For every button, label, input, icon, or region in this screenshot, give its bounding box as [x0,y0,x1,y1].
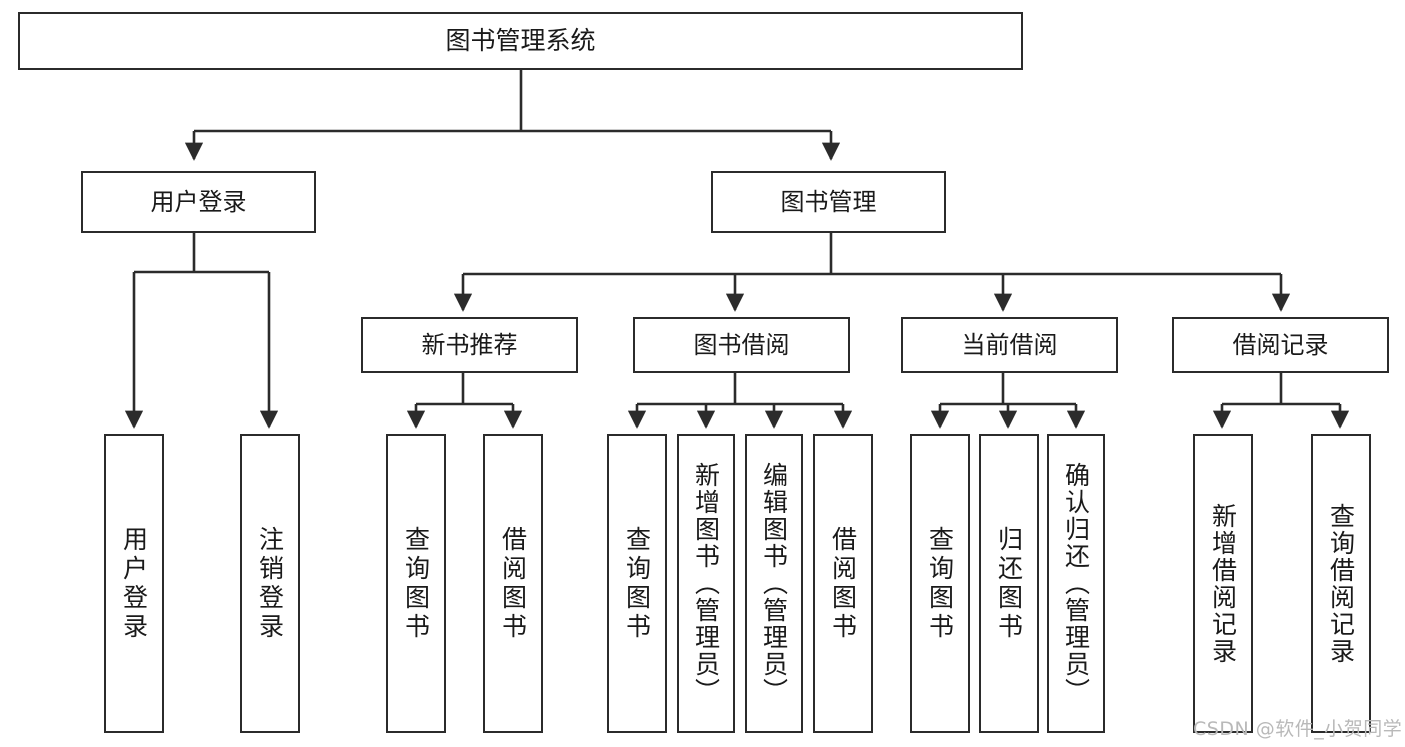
leaf-borrow-book-1[interactable]: 借阅图书 [483,434,543,733]
leaf-user-login-label: 用户登录 [119,525,149,642]
leaf-query-book-2-label: 查询图书 [622,525,652,642]
leaf-logout[interactable]: 注销登录 [240,434,300,733]
leaf-query-record-label: 查询借阅记录 [1326,502,1356,665]
leaf-query-book-1-label: 查询图书 [401,525,431,642]
leaf-add-book[interactable]: 新增图书（管理员） [677,434,735,733]
node-new-book-recommend[interactable]: 新书推荐 [361,317,578,373]
node-book-manage[interactable]: 图书管理 [711,171,946,233]
leaf-borrow-book-2-label: 借阅图书 [828,525,858,642]
leaf-return-book[interactable]: 归还图书 [979,434,1039,733]
node-book-manage-label: 图书管理 [780,187,877,216]
leaf-query-book-3[interactable]: 查询图书 [910,434,970,733]
leaf-user-login[interactable]: 用户登录 [104,434,164,733]
leaf-add-record-label: 新增借阅记录 [1208,502,1238,665]
leaf-edit-book-label: 编辑图书（管理员） [759,462,789,705]
node-borrow-record-label: 借阅记录 [1232,330,1329,359]
leaf-query-book-3-label: 查询图书 [925,525,955,642]
leaf-edit-book[interactable]: 编辑图书（管理员） [745,434,803,733]
leaf-add-record[interactable]: 新增借阅记录 [1193,434,1253,733]
node-user-login[interactable]: 用户登录 [81,171,316,233]
leaf-return-book-label: 归还图书 [994,525,1024,642]
leaf-query-record[interactable]: 查询借阅记录 [1311,434,1371,733]
leaf-confirm-return-label: 确认归还（管理员） [1061,462,1091,705]
node-borrow-record[interactable]: 借阅记录 [1172,317,1389,373]
leaf-borrow-book-1-label: 借阅图书 [498,525,528,642]
leaf-query-book-2[interactable]: 查询图书 [607,434,667,733]
node-book-borrow[interactable]: 图书借阅 [633,317,850,373]
node-current-borrow[interactable]: 当前借阅 [901,317,1118,373]
leaf-borrow-book-2[interactable]: 借阅图书 [813,434,873,733]
leaf-confirm-return[interactable]: 确认归还（管理员） [1047,434,1105,733]
leaf-query-book-1[interactable]: 查询图书 [386,434,446,733]
node-current-borrow-label: 当前借阅 [961,330,1058,359]
leaf-add-book-label: 新增图书（管理员） [691,462,721,705]
node-user-login-label: 用户登录 [150,187,247,216]
node-root[interactable]: 图书管理系统 [18,12,1023,70]
node-root-label: 图书管理系统 [445,26,596,56]
node-new-book-recommend-label: 新书推荐 [421,330,518,359]
node-book-borrow-label: 图书借阅 [693,330,790,359]
leaf-logout-label: 注销登录 [255,525,285,642]
